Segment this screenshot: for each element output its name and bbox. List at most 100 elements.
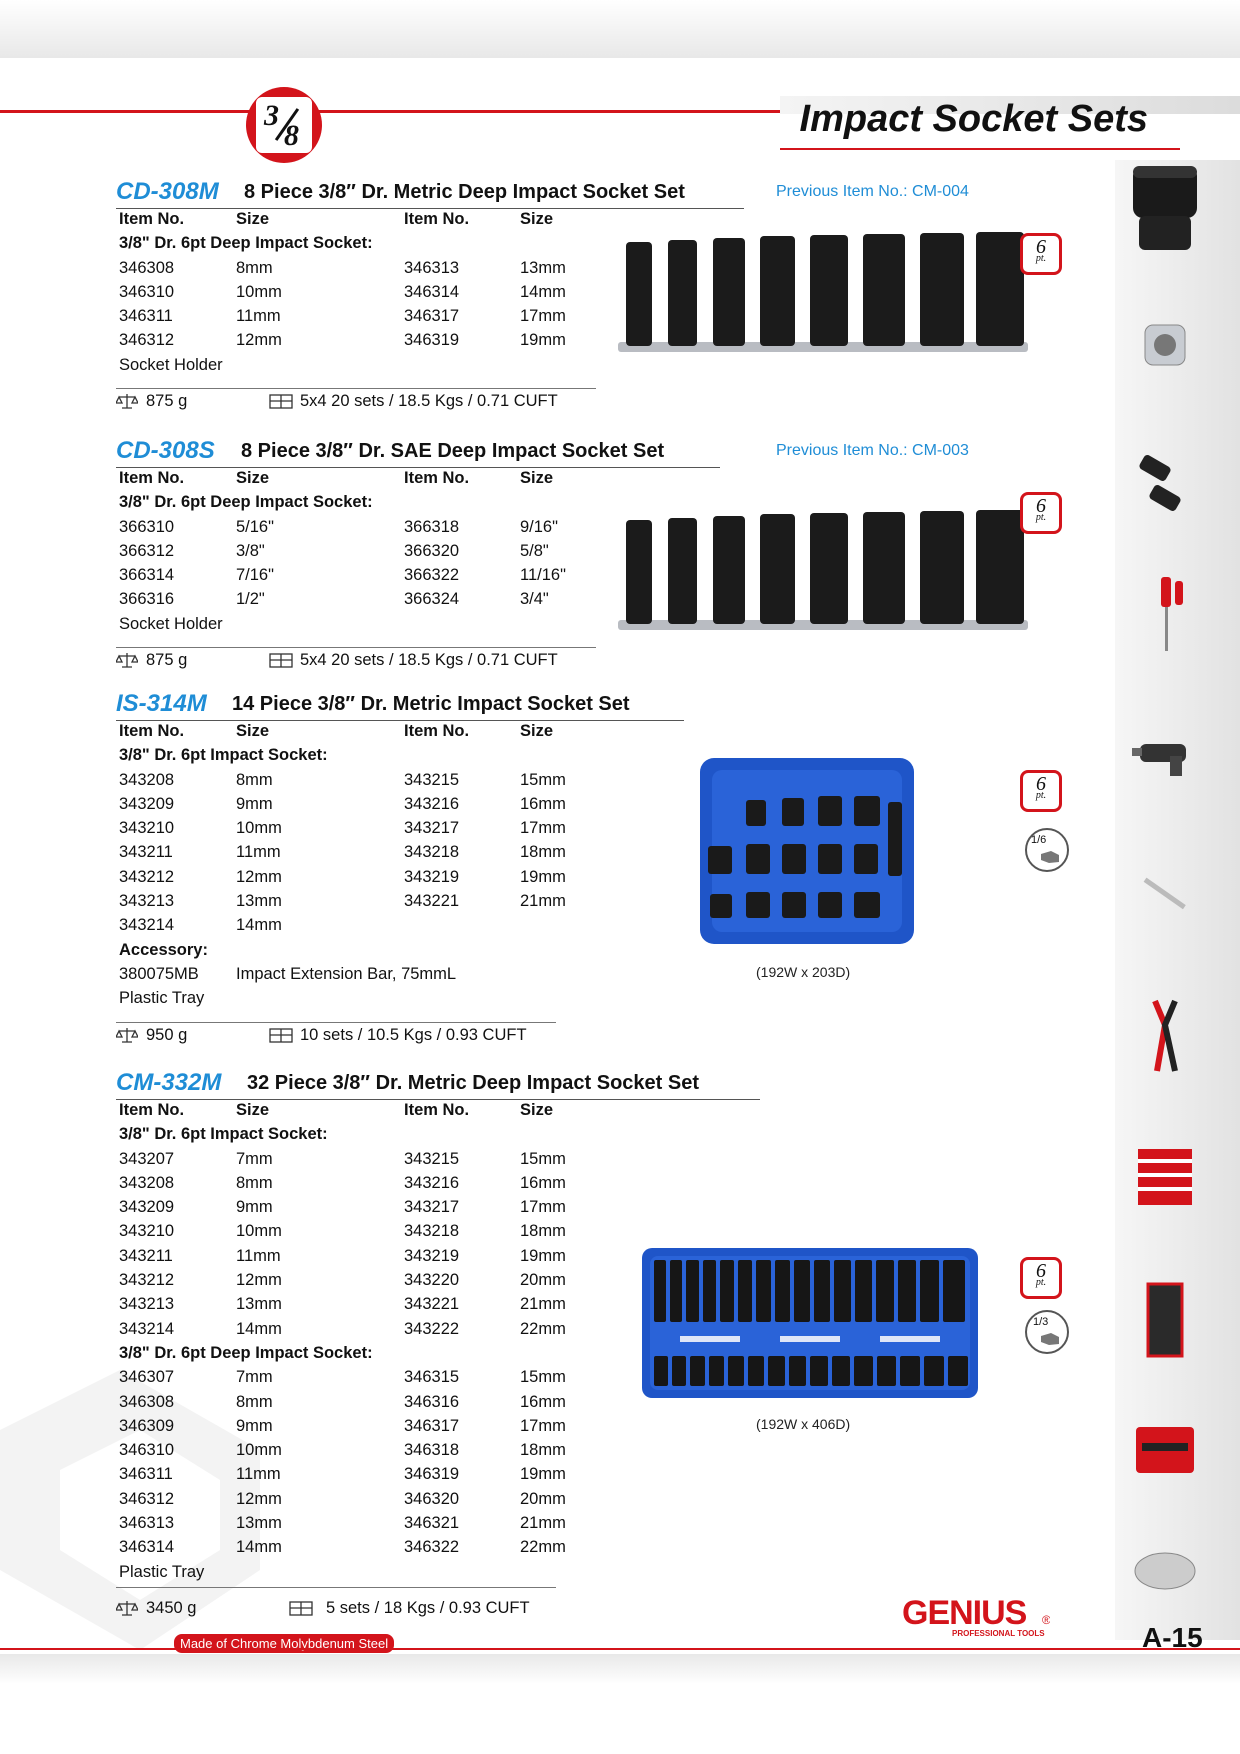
table-subheading: 3/8" Dr. 6pt Deep Impact Socket: (119, 234, 373, 253)
pliers-category-icon[interactable] (1120, 990, 1210, 1080)
table-row: Plastic Tray (119, 1562, 205, 1581)
table-subheading: 3/8" Dr. 6pt Impact Socket: (119, 1125, 328, 1144)
packing-value: 5 sets / 18 Kgs / 0.93 CUFT (326, 1598, 530, 1617)
table-subheading: 3/8" Dr. 6pt Impact Socket: (119, 746, 328, 765)
impact-socket-category-icon[interactable] (1120, 165, 1210, 255)
product-title: 14 Piece 3/8″ Dr. Metric Impact Socket S… (232, 693, 630, 715)
weight-value: 3450 g (146, 1598, 197, 1617)
socket-tray-image (642, 1248, 978, 1398)
table-row: Plastic Tray (119, 989, 205, 1008)
magnetic-tray-category-icon[interactable] (1120, 1525, 1210, 1615)
weight-value: 950 g (146, 1025, 188, 1044)
title-rule (0, 110, 780, 113)
scale-icon (114, 392, 140, 415)
product-title: 8 Piece 3/8″ Dr. SAE Deep Impact Socket … (241, 440, 665, 462)
product-title: 32 Piece 3/8″ Dr. Metric Deep Impact Soc… (247, 1072, 700, 1094)
page-number: A-15 (1142, 1622, 1203, 1653)
weight-value: 875 g (146, 651, 188, 670)
scale-icon (114, 1599, 140, 1622)
page-title: Impact Socket Sets (799, 98, 1148, 140)
carton-icon (268, 1026, 294, 1049)
carton-fraction-icon: 1/3 (1025, 1310, 1069, 1354)
packing-info: 875 g 5x4 20 sets / 18.5 Kgs / 0.71 CUFT (114, 386, 1116, 415)
drive-numerator: 3 (264, 99, 279, 132)
packing-value: 10 sets / 10.5 Kgs / 0.93 CUFT (300, 1025, 527, 1044)
title-bar-bg (780, 96, 1240, 114)
top-band (0, 0, 1240, 58)
weight-value: 875 g (146, 392, 188, 411)
svg-text:PROFESSIONAL TOOLS: PROFESSIONAL TOOLS (952, 1629, 1045, 1638)
carton-icon (288, 1599, 314, 1622)
product-code: IS-314M (116, 690, 207, 717)
product-cm-332m: CM-332M 32 Piece 3/8″ Dr. Metric Deep Im… (114, 1069, 1116, 1622)
table-subheading: 3/8" Dr. 6pt Deep Impact Socket: (119, 1343, 373, 1362)
impact-wrench-category-icon[interactable] (1120, 710, 1210, 800)
bottom-band (0, 1654, 1240, 1684)
carton-icon (268, 651, 294, 674)
previous-item: Previous Item No.: CM-003 (776, 442, 969, 459)
accessory-heading: Accessory: (119, 940, 208, 959)
table-row: Socket Holder (119, 614, 223, 633)
screwdriver-category-icon[interactable] (1120, 570, 1210, 660)
product-code: CM-332M (116, 1069, 222, 1096)
genius-logo: GENIUS ® PROFESSIONAL TOOLS (900, 1590, 1051, 1640)
brand-watermark (0, 1370, 260, 1650)
scale-icon (114, 1026, 140, 1049)
product-is-314m: IS-314M 14 Piece 3/8″ Dr. Metric Impact … (114, 690, 1116, 1049)
product-cd-308s: CD-308S 8 Piece 3/8″ Dr. SAE Deep Impact… (114, 437, 1116, 674)
bit-socket-category-icon[interactable] (1120, 440, 1210, 530)
drive-size-badge: 3 8 (246, 87, 322, 163)
tool-board-category-icon[interactable] (1120, 1275, 1210, 1365)
product-code: CD-308M (116, 178, 219, 205)
product-title: 8 Piece 3/8″ Dr. Metric Deep Impact Sock… (244, 181, 685, 203)
wrench-category-icon[interactable] (1120, 850, 1210, 940)
title-underline (780, 148, 1180, 150)
scale-icon (114, 651, 140, 674)
table-row: Socket Holder (119, 355, 223, 374)
svg-text:®: ® (1042, 1613, 1050, 1627)
socket-tray-image (700, 758, 914, 944)
material-badge: Made of Chrome Molybdenum Steel (174, 1634, 395, 1653)
carton-fraction-icon: 1/6 (1025, 828, 1069, 872)
table-subheading: 3/8" Dr. 6pt Deep Impact Socket: (119, 493, 373, 512)
packing-value: 5x4 20 sets / 18.5 Kgs / 0.71 CUFT (300, 392, 558, 411)
tool-case-category-icon[interactable] (1120, 1405, 1210, 1495)
tool-cart-category-icon[interactable] (1120, 1130, 1210, 1220)
socket-category-icon[interactable] (1120, 300, 1210, 390)
